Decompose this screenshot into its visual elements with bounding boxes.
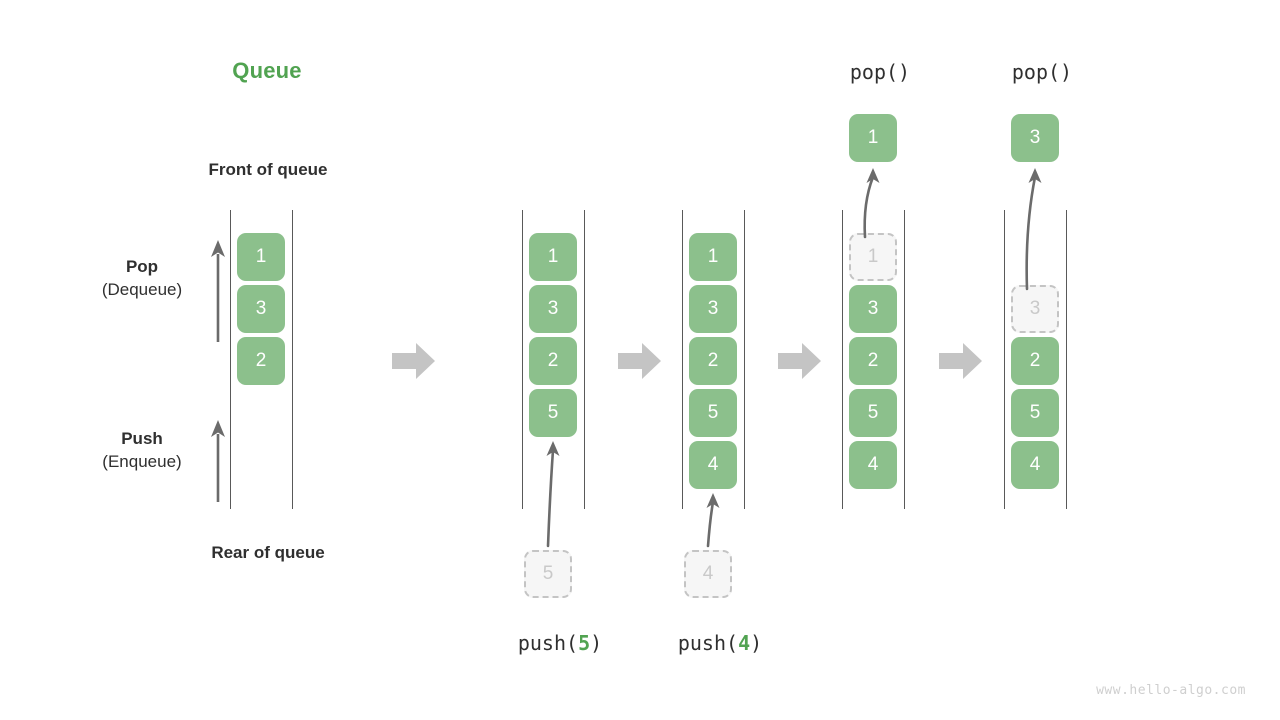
pop-operation-label: pop() bbox=[849, 60, 911, 84]
queue-cell-ghost: 1 bbox=[849, 233, 897, 281]
pop-label-line2: (Dequeue) bbox=[101, 280, 183, 299]
queue-cell: 1 bbox=[529, 233, 577, 281]
queue-rail-right bbox=[1066, 210, 1067, 509]
queue-cell: 1 bbox=[689, 233, 737, 281]
queue-cell-ghost: 3 bbox=[1011, 285, 1059, 333]
step-transition-arrow bbox=[778, 342, 822, 380]
queue-column bbox=[982, 210, 1102, 509]
pop-result-box: 3 bbox=[1011, 114, 1059, 162]
caption-suffix: ) bbox=[750, 631, 763, 655]
caption-suffix: ) bbox=[590, 631, 603, 655]
queue-rail-right bbox=[292, 210, 293, 509]
pop-label-line1: Pop bbox=[125, 257, 159, 276]
queue-rail-left bbox=[230, 210, 231, 509]
push-source-ghost-box: 4 bbox=[684, 550, 732, 598]
push-label-line2: (Enqueue) bbox=[102, 452, 182, 471]
pop-result-box: 1 bbox=[849, 114, 897, 162]
queue-cell: 3 bbox=[529, 285, 577, 333]
queue-cell: 2 bbox=[529, 337, 577, 385]
caption-argument: 4 bbox=[738, 631, 751, 655]
queue-rail-right bbox=[904, 210, 905, 509]
queue-rail-right bbox=[744, 210, 745, 509]
pop-operation-label: pop() bbox=[1011, 60, 1073, 84]
queue-rail-left bbox=[522, 210, 523, 509]
queue-cell: 5 bbox=[1011, 389, 1059, 437]
caption-prefix: push( bbox=[517, 631, 579, 655]
push-operation-caption: push(5) bbox=[480, 631, 640, 655]
queue-column bbox=[660, 210, 780, 509]
queue-cell: 3 bbox=[689, 285, 737, 333]
queue-cell: 2 bbox=[849, 337, 897, 385]
queue-cell: 4 bbox=[849, 441, 897, 489]
queue-column bbox=[500, 210, 620, 509]
rear-of-queue-label: Rear of queue bbox=[211, 543, 325, 562]
step-transition-arrow bbox=[618, 342, 662, 380]
push-direction-arrow bbox=[206, 418, 230, 502]
queue-column bbox=[208, 210, 328, 509]
queue-cell: 5 bbox=[689, 389, 737, 437]
page-title: Queue bbox=[232, 58, 302, 83]
queue-rail-right bbox=[584, 210, 585, 509]
watermark: www.hello-algo.com bbox=[1096, 683, 1246, 698]
queue-cell: 3 bbox=[237, 285, 285, 333]
queue-cell: 1 bbox=[237, 233, 285, 281]
queue-cell: 3 bbox=[849, 285, 897, 333]
queue-cell: 2 bbox=[237, 337, 285, 385]
caption-prefix: push( bbox=[677, 631, 739, 655]
push-label-line1: Push bbox=[121, 429, 163, 448]
push-source-ghost-box: 5 bbox=[524, 550, 572, 598]
queue-cell: 4 bbox=[689, 441, 737, 489]
caption-argument: 5 bbox=[578, 631, 591, 655]
queue-cell: 5 bbox=[849, 389, 897, 437]
queue-cell: 4 bbox=[1011, 441, 1059, 489]
pop-side-label: Pop (Dequeue) bbox=[62, 256, 222, 302]
step-transition-arrow bbox=[392, 342, 436, 380]
step-transition-arrow bbox=[939, 342, 983, 380]
queue-rail-left bbox=[842, 210, 843, 509]
push-operation-caption: push(4) bbox=[640, 631, 800, 655]
queue-cell: 2 bbox=[1011, 337, 1059, 385]
queue-cell: 5 bbox=[529, 389, 577, 437]
front-of-queue-label: Front of queue bbox=[208, 160, 328, 179]
queue-rail-left bbox=[682, 210, 683, 509]
queue-cell: 2 bbox=[689, 337, 737, 385]
queue-column bbox=[820, 210, 940, 509]
pop-direction-arrow bbox=[206, 238, 230, 342]
push-side-label: Push (Enqueue) bbox=[62, 428, 222, 474]
queue-rail-left bbox=[1004, 210, 1005, 509]
